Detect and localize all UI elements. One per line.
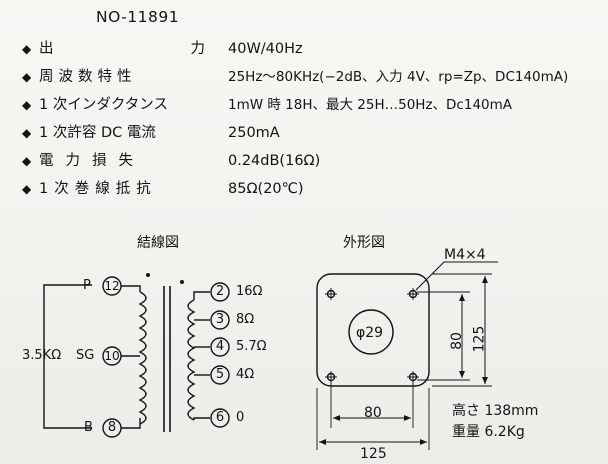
mounting-plate <box>316 273 430 387</box>
center-hole <box>348 309 394 355</box>
pin-5-label: 5 <box>215 367 225 382</box>
dim-total-horizontal-lines <box>316 388 430 450</box>
diamond-bullet-icon: ◆ <box>22 42 32 56</box>
spec-label-dc-current: ◆1 次許容 DC 電流 <box>22 125 156 141</box>
tap-5-7-ohm: 5.7Ω <box>236 339 267 354</box>
dim-hole-vertical-label: 80 <box>448 332 465 350</box>
pin-6-label: 6 <box>215 410 225 425</box>
pin-2-circle <box>210 282 230 302</box>
spec-label-output: ◆出 力 <box>22 41 241 57</box>
spec-label-frequency: ◆周波数特性 <box>22 69 137 85</box>
spec-label-inductance: ◆1 次インダクタンス <box>22 97 168 113</box>
pin-6-circle <box>210 408 230 428</box>
dim-hole-vertical-lines <box>417 291 470 381</box>
outline-drawing-title: 外形図 <box>343 235 385 251</box>
dim-total-vertical-lines <box>432 273 492 387</box>
pin-10-label: 10 <box>104 349 120 363</box>
spec-label-resistance: ◆1次巻線抵抗 <box>22 181 157 197</box>
dim-hole-horizontal-lines <box>330 380 414 428</box>
primary-terminal-sg: SG <box>76 348 95 363</box>
dim-total-horizontal-label: 125 <box>360 446 387 462</box>
spec-value-resistance: 85Ω(20℃) <box>228 181 304 197</box>
primary-coil <box>138 291 147 425</box>
dim-hole-horizontal-label: 80 <box>364 405 382 421</box>
weight-spec: 重量 6.2Kg <box>452 424 525 440</box>
diamond-bullet-icon: ◆ <box>22 182 32 196</box>
secondary-coil <box>187 299 196 421</box>
spec-label-power-loss: ◆電力損失 <box>22 153 145 169</box>
pin-5-circle <box>210 365 230 385</box>
center-diameter-label: φ29 <box>356 325 384 341</box>
primary-terminal-p: P <box>83 278 91 293</box>
tap-8-ohm: 8Ω <box>236 312 255 327</box>
tap-4-ohm: 4Ω <box>236 367 255 382</box>
spec-value-power-loss: 0.24dB(16Ω) <box>228 153 321 169</box>
primary-impedance: 3.5KΩ <box>22 348 62 363</box>
polarity-dot-primary <box>146 273 150 277</box>
spec-value-frequency: 25Hz～80KHz(−2dB、入力 4V、rp=Zp、DC140mA) <box>228 69 569 85</box>
pin-3-circle <box>210 310 230 330</box>
diamond-bullet-icon: ◆ <box>22 126 32 140</box>
polarity-dot-secondary <box>180 280 184 284</box>
pin-3-label: 3 <box>215 312 225 327</box>
diamond-bullet-icon: ◆ <box>22 154 32 168</box>
wiring-diagram-title: 結線図 <box>137 235 179 251</box>
pin-2-label: 2 <box>215 284 225 299</box>
diamond-bullet-icon: ◆ <box>22 70 32 84</box>
spec-value-inductance: 1mW 時 18H、最大 25H…50Hz、Dc140mA <box>228 97 513 113</box>
pin-4-label: 4 <box>215 339 225 354</box>
hole-leader <box>415 261 498 291</box>
hole-spec-label: M4×4 <box>444 247 486 263</box>
dim-total-vertical-label: 125 <box>471 325 488 353</box>
pin-4-circle <box>210 337 230 357</box>
height-spec: 高さ 138mm <box>452 403 539 419</box>
pin-12-label: 12 <box>104 279 120 293</box>
primary-terminal-b: B <box>84 420 93 435</box>
spec-value-output: 40W/40Hz <box>228 41 303 57</box>
tap-0: 0 <box>236 410 245 425</box>
tap-16-ohm: 16Ω <box>236 284 263 299</box>
primary-bracket <box>43 284 92 429</box>
pin-8-label: 8 <box>107 420 117 435</box>
model-number: NO-11891 <box>96 8 180 26</box>
spec-value-dc-current: 250mA <box>228 125 280 141</box>
diamond-bullet-icon: ◆ <box>22 98 32 112</box>
